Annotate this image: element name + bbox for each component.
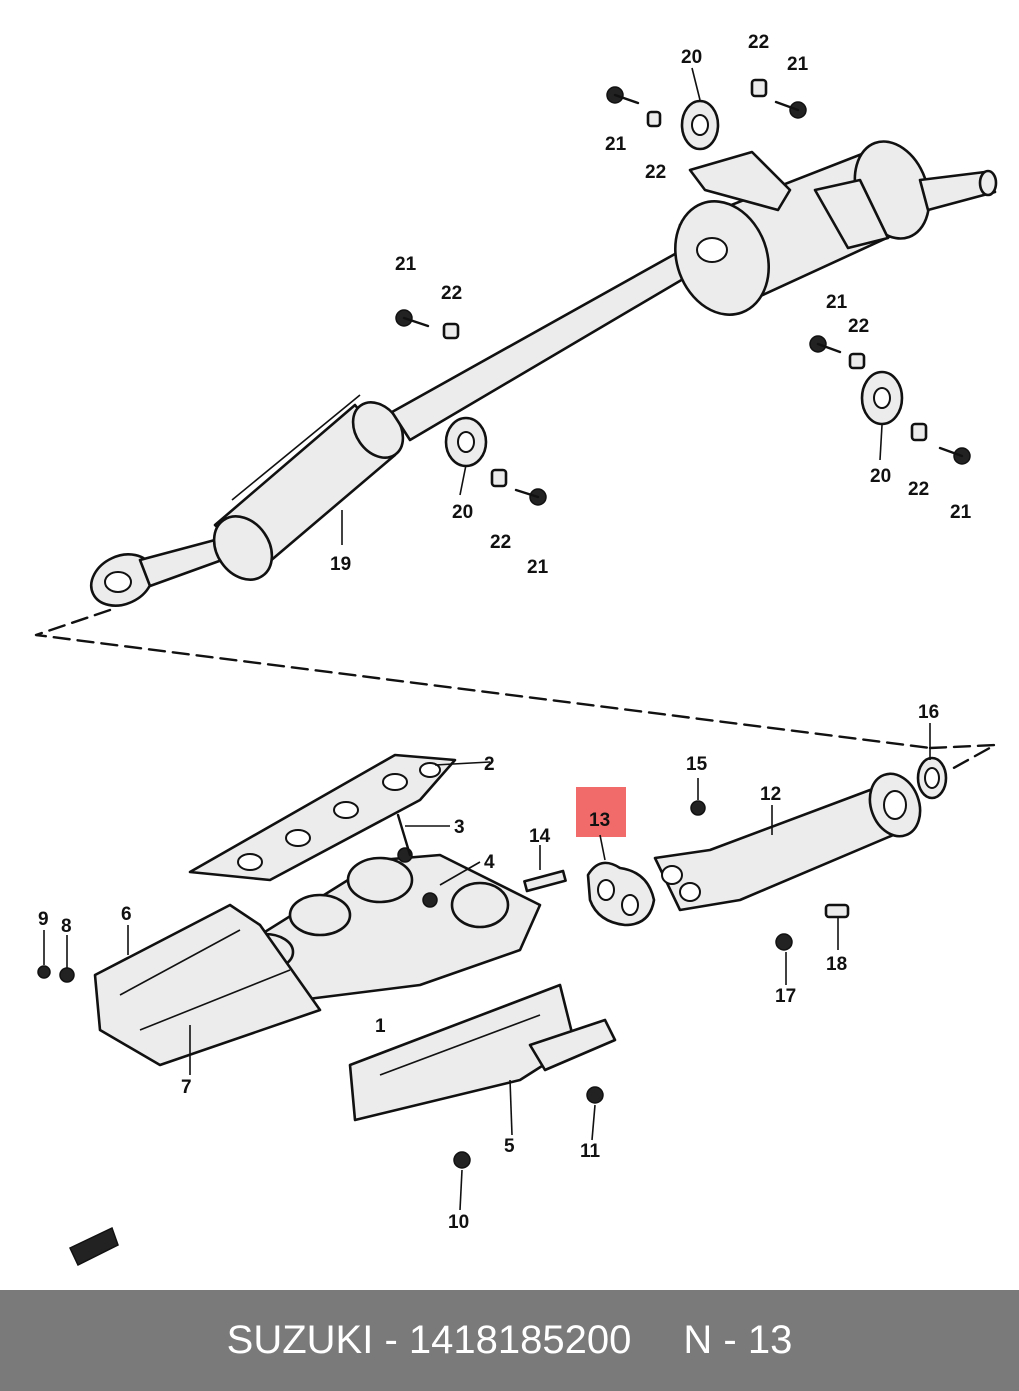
callout-19: 19	[330, 554, 351, 575]
callout-22-right: 22	[848, 316, 869, 337]
lower-heat-shield	[348, 983, 617, 1122]
gasket-part-13	[576, 787, 656, 927]
callout-2: 2	[484, 754, 495, 775]
catalytic-converter	[653, 756, 948, 912]
callout-17: 17	[775, 986, 796, 1007]
upper-heat-shield	[93, 903, 322, 1067]
highlight-box	[576, 787, 626, 837]
exhaust-system-exploded-diagram: 19 20 22 21 21 22 21 22 20 22 21 21 22 2…	[34, 32, 998, 1267]
rubber-hanger-mounts	[444, 99, 904, 468]
callout-11: 11	[580, 1141, 601, 1162]
callout-22-top-left: 22	[645, 162, 666, 183]
callout-21-top-left: 21	[605, 134, 627, 155]
callout-18: 18	[826, 954, 847, 975]
callout-14: 14	[529, 826, 551, 847]
callout-10: 10	[448, 1212, 469, 1233]
manifold-gasket	[188, 753, 457, 882]
group-separator-lines	[34, 608, 997, 772]
ref-number: 13	[747, 1318, 793, 1362]
callout-4: 4	[484, 852, 495, 873]
callout-20-right: 20	[870, 466, 891, 487]
leader-lines	[43, 67, 931, 1211]
callout-21-right: 21	[826, 292, 848, 313]
callout-labels: 19 20 22 21 21 22 21 22 20 22 21 21 22 2…	[38, 32, 972, 1233]
callout-12: 12	[760, 784, 781, 805]
callout-13: 13	[589, 810, 610, 831]
callout-22-mid: 22	[490, 532, 511, 553]
ref-prefix: N	[683, 1318, 713, 1362]
callout-20-top: 20	[681, 47, 702, 68]
callout-22-right-low: 22	[908, 479, 929, 500]
brand-name: SUZUKI	[226, 1318, 374, 1362]
callout-3: 3	[454, 817, 465, 838]
callout-9: 9	[38, 909, 49, 930]
callout-22-top: 22	[748, 32, 769, 53]
rear-exhaust-pipe-assembly	[89, 140, 998, 607]
part-info-footer: SUZUKI - 1418185200 N - 13	[0, 1290, 1019, 1391]
part-number: 1418185200	[408, 1318, 632, 1362]
callout-20-mid: 20	[452, 502, 473, 523]
callout-8: 8	[61, 916, 72, 937]
callout-1: 1	[375, 1016, 386, 1037]
hanger-bolts-and-pins	[395, 78, 971, 506]
callout-22-mid-left: 22	[441, 283, 462, 304]
ref-separator: -	[723, 1318, 737, 1362]
lower-bolts-nuts-studs	[37, 800, 850, 1267]
callout-21-right-low: 21	[950, 502, 972, 523]
callout-21-mid: 21	[527, 557, 549, 578]
callout-21-mid-left: 21	[395, 254, 417, 275]
callout-21-top-right: 21	[787, 54, 809, 75]
callout-7: 7	[181, 1077, 192, 1098]
callout-5: 5	[504, 1136, 515, 1157]
footer-text: SUZUKI - 1418185200 N - 13	[227, 1318, 793, 1363]
callout-6: 6	[121, 904, 132, 925]
brand-separator: -	[384, 1318, 398, 1362]
callout-15: 15	[686, 754, 708, 775]
callout-16: 16	[918, 702, 939, 723]
